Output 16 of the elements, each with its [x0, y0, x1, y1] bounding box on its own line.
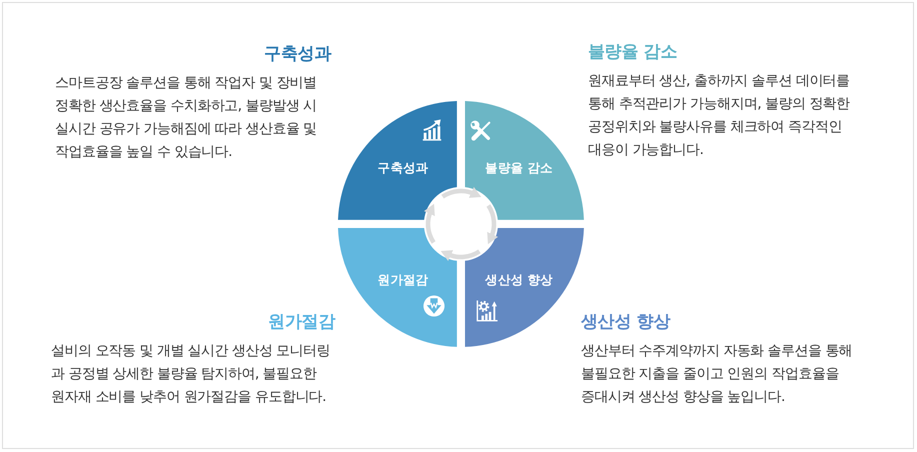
cycle-arrow	[424, 204, 436, 244]
description-text: 원재료부터 생산, 출하까지 솔루션 데이터를 통해 추적관리가 가능해지며, 불량의 정확한 공정위치와 불량사유를 체크하여 즉각적인 대응이 가능합니다.	[588, 72, 851, 160]
description-text: 스마트공장 솔루션을 통해 작업자 및 장비별 정확한 생산효율을 수치화하고, 불량발생 시 실시간 공유가 가능해짐에 따라 생산효율 및 작업효율을 높일 수 있습니다.	[55, 74, 318, 162]
cycle-arrow	[441, 187, 482, 199]
description-text: 설비의 오작동 및 개별 실시간 생산성 모니터링 과 공정별 상세한 불량율 탐지하여, 불필요한 원자재 소비를 낮추어 원가절감을 유도합니다.	[51, 342, 331, 407]
section-heading: 불량율 감소	[588, 42, 678, 62]
section-heading: 구축성과	[264, 44, 331, 64]
section-heading: 원가절감	[268, 312, 335, 332]
cycle-arrow	[440, 249, 481, 261]
cycle-arrow	[486, 204, 498, 244]
segment-label: 원가절감	[378, 272, 428, 288]
section-heading: 생산성 향상	[581, 312, 670, 332]
segment-label: 불량율 감소	[485, 160, 553, 176]
description-text: 생산부터 수주계약까지 자동화 솔루션을 통해 불필요한 지출을 줄이고 인원의 작업효율을 증대시켜 생산성 향상을 높입니다.	[581, 342, 854, 407]
segment-label: 생산성 향상	[485, 272, 553, 288]
segment-label: 구축성과	[378, 160, 428, 176]
